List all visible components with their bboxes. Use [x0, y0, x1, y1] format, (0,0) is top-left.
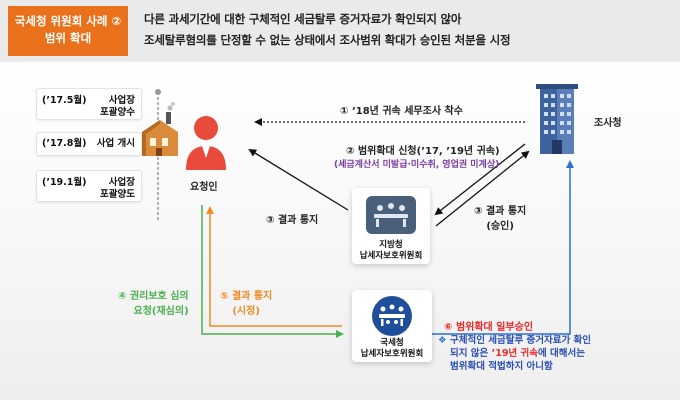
step4-arrow: [201, 205, 344, 338]
step3-left-arrow: [248, 148, 349, 211]
national-committee-name: 국세청 납세자보호위원회: [352, 338, 432, 360]
step6-label: ⑥ 범위확대 일부승인: [444, 318, 533, 333]
national-committee-name-line1: 국세청: [380, 338, 404, 348]
case-summary: 다른 과세기간에 대한 구체적인 세금탈루 증거자료가 확인되지 않아 조세탈루…: [144, 9, 511, 51]
step3-left-label: ③ 결과 통지: [266, 215, 319, 226]
step1-label: ① ’18년 귀속 세무조사 착수: [340, 106, 463, 117]
timeline-item-3: (’19.1월) 사업장 포괄양도: [36, 170, 142, 202]
regional-committee-icon: [366, 196, 416, 234]
timeline-date-2: (’17.8월): [42, 138, 87, 149]
regional-committee-name-line2: 납세자보호위원회: [359, 251, 423, 261]
national-committee-icon: [372, 296, 412, 336]
note-line1: 구체적인 세금탈루 증거자료가 확인: [450, 335, 592, 346]
step4-label: ④ 권리보호 심의 요청(재심의): [118, 289, 189, 319]
step4-label-line2: 요청(재심의): [133, 306, 189, 317]
step2-label: ② 범위확대 신청(’17, ’19년 귀속): [346, 146, 500, 157]
step2-arrow: [434, 143, 526, 216]
note-line3: 범위확대 적법하지 아니함: [450, 361, 553, 372]
step6-label-emphasis: 일부승인: [496, 322, 534, 333]
investigator-label: 조사청: [594, 118, 622, 129]
case-tag-line1: 국세청 위원회 사례 ②: [14, 14, 122, 28]
timeline-pole-top: [155, 89, 161, 95]
step3-right-arrow: [435, 150, 530, 227]
timeline-event-1-line1: 사업장: [108, 95, 135, 106]
note-line2: 되지 않은 ’19년 귀속에 대해서는: [450, 347, 591, 360]
timeline-date-3: (’19.1월): [42, 177, 87, 188]
investigation-office-icon: [536, 84, 578, 154]
timeline-item-2: (’17.8월) 사업 개시: [36, 132, 142, 156]
timeline-date-1: (’17.5월): [42, 95, 87, 106]
header-bar: 국세청 위원회 사례 ② 범위 확대 다른 과세기간에 대한 구체적인 세금탈루…: [0, 0, 680, 62]
note-line2-pre: 되지 않은: [450, 348, 489, 359]
note-line2-emphasis: ’19년 귀속: [491, 348, 538, 359]
regional-committee-name: 지방청 납세자보호위원회: [352, 240, 430, 262]
step3-right-label-line2: (승인): [486, 221, 514, 232]
regional-committee-name-line1: 지방청: [379, 240, 403, 250]
step2-sublabel: (세금계산서 미발급·미수취, 영업권 미계상): [334, 160, 500, 170]
step5-arrow: [206, 206, 342, 327]
national-committee-card: 국세청 납세자보호위원회: [352, 290, 432, 362]
national-committee-name-line2: 납세자보호위원회: [360, 349, 424, 359]
case-tag-line2: 범위 확대: [44, 31, 92, 45]
regional-committee-card: 지방청 납세자보호위원회: [352, 188, 430, 264]
taxpayer-person-icon: [186, 116, 226, 170]
timeline-event-1: 사업장 포괄양수: [100, 95, 135, 119]
ruling-note: ❖ 구체적인 세금탈루 증거자료가 확인 되지 않은 ’19년 귀속에 대해서는…: [438, 334, 591, 373]
timeline-event-1-line2: 포괄양수: [100, 107, 135, 118]
step6-arrow: [416, 160, 574, 335]
business-building-icon: [142, 102, 178, 156]
step5-label-line1: ⑤ 결과 통지: [220, 291, 273, 302]
step3-right-label: ③ 결과 통지 (승인): [474, 202, 526, 232]
step5-label: ⑤ 결과 통지 (시정): [220, 289, 272, 319]
step3-right-label-line1: ③ 결과 통지: [474, 206, 527, 217]
timeline-event-3: 사업장 포괄양도: [100, 177, 135, 201]
summary-line1: 다른 과세기간에 대한 구체적인 세금탈루 증거자료가 확인되지 않아: [144, 12, 462, 26]
step6-label-prefix: ⑥ 범위확대: [444, 322, 493, 333]
timeline-item-1: (’17.5월) 사업장 포괄양수: [36, 88, 142, 120]
timeline-event-3-line1: 사업장: [108, 177, 135, 188]
case-tag: 국세청 위원회 사례 ② 범위 확대: [8, 6, 128, 56]
summary-line2: 조세탈루혐의를 단정할 수 없는 상태에서 조사범위 확대가 승인된 처분을 시…: [144, 33, 511, 47]
note-bullet-icon: ❖: [438, 335, 447, 346]
taxpayer-label: 요청인: [190, 182, 218, 193]
step5-label-line2: (시정): [232, 306, 260, 317]
note-line2-post: 에 대해서는: [537, 348, 585, 359]
step4-label-line1: ④ 권리보호 심의: [118, 291, 189, 302]
timeline-event-2: 사업 개시: [96, 138, 135, 149]
timeline-event-3-line2: 포괄양도: [100, 189, 135, 200]
